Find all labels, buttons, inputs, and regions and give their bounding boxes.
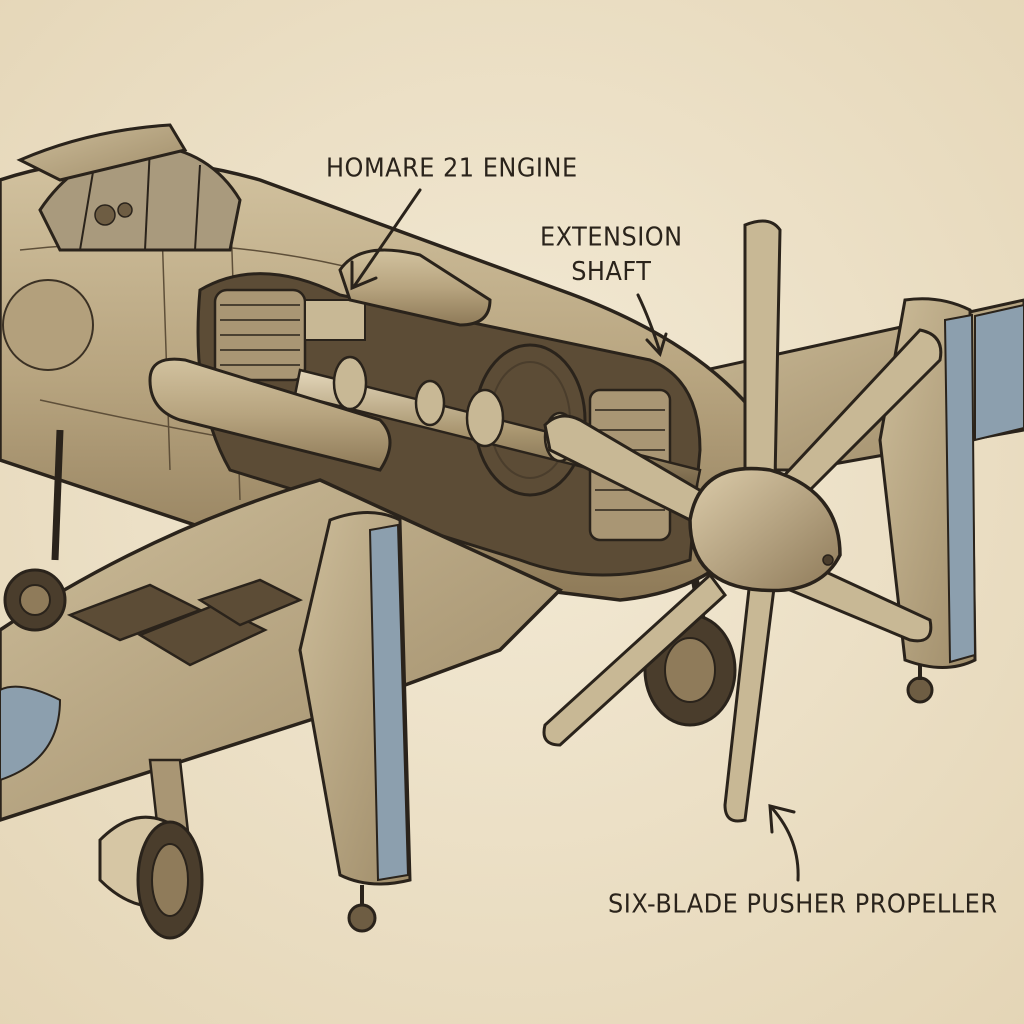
left-fin-rudder-blue (368, 523, 410, 882)
canopy-frames (79, 146, 201, 251)
instrument-gauge-icon (117, 202, 133, 218)
right-fin-tailwheel (906, 676, 934, 704)
near-wing-blue-band (0, 685, 62, 782)
nose-landing-gear (3, 429, 67, 632)
propeller-blade (723, 578, 777, 823)
engine-callout-arrow-head (350, 260, 378, 291)
wing-gun-bays (66, 578, 304, 667)
engine-label: HOMARE 21 ENGINE (326, 152, 578, 184)
extension-shaft-label-line2: SHAFT (571, 256, 652, 287)
extension-shaft-label-line1: EXTENSION (540, 221, 683, 252)
callout-arrows (350, 188, 800, 882)
homare-engine-block (213, 288, 366, 382)
propeller-label: SIX-BLADE PUSHER PROPELLER (608, 888, 998, 920)
left-fin-tailwheel (347, 903, 377, 933)
propeller-blade (743, 219, 782, 482)
propeller-callout-arrow (770, 806, 800, 882)
engine-callout-arrow (353, 188, 422, 287)
propeller-blade (788, 557, 933, 643)
dorsal-fin (16, 123, 188, 182)
upper-cowl-duct (338, 248, 492, 327)
shaft-callout-arrow-head (645, 332, 668, 357)
hinomaru-roundel (2, 279, 94, 371)
extension-shaft-label: EXTENSION SHAFT (540, 219, 683, 288)
far-wing-tip-blue (974, 303, 1024, 442)
propeller-blade (542, 572, 728, 747)
main-landing-gear-left (98, 758, 204, 940)
propeller-spinner (688, 466, 842, 593)
propeller-blade (777, 328, 943, 503)
shaft-callout-arrow (636, 293, 662, 354)
six-blade-propeller (542, 219, 943, 823)
propeller-callout-arrow-head (768, 804, 796, 834)
right-fin-rudder-blue (943, 313, 977, 664)
intake-duct (148, 357, 392, 472)
instrument-gauge-icon (94, 204, 116, 226)
